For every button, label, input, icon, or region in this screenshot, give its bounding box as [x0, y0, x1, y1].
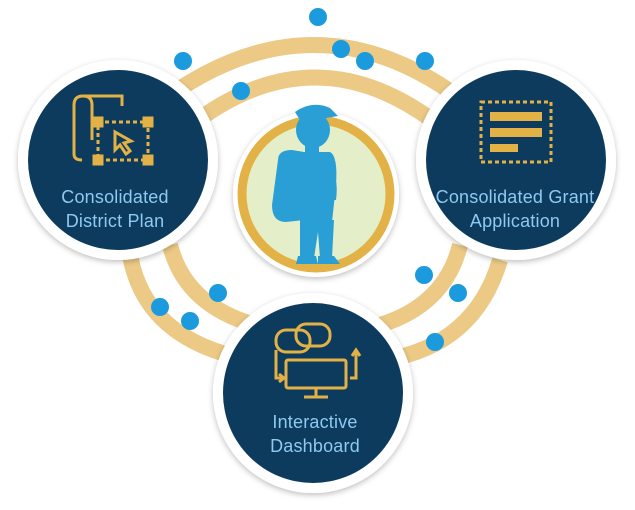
dot: [181, 312, 199, 330]
dot: [356, 52, 374, 70]
node-interactive-dashboard: [213, 293, 413, 493]
dot: [309, 8, 327, 26]
grant-label: Consolidated Grant Application: [425, 185, 605, 233]
node-consolidated-grant-application: [416, 60, 616, 260]
dot: [416, 52, 434, 70]
dot: [232, 82, 250, 100]
dashboard-label-line1: Interactive: [272, 412, 358, 432]
connector-arcs: [122, 37, 508, 368]
document-form-icon: [479, 100, 553, 164]
blueprint-select-icon: [72, 94, 154, 166]
dot: [426, 333, 444, 351]
connector-dots: [151, 8, 467, 351]
dot: [174, 52, 192, 70]
node-consolidated-district-plan: [18, 60, 218, 260]
grant-label-line2: Application: [469, 211, 561, 231]
dashboard-label-line2: Dashboard: [270, 436, 360, 456]
dot: [415, 266, 433, 284]
arc-top-outer: [145, 37, 481, 117]
center-emblem: [233, 104, 399, 277]
plan-label-line1: Consolidated: [61, 187, 169, 207]
linked-dashboard-icon: [274, 322, 362, 399]
dashboard-label: Interactive Dashboard: [230, 410, 400, 458]
arc-right-inner: [377, 242, 468, 333]
grant-label-line1: Consolidated Grant: [435, 187, 595, 207]
dot: [151, 298, 169, 316]
plan-label: Consolidated District Plan: [30, 185, 200, 233]
plan-label-line2: District Plan: [65, 211, 165, 231]
dot: [449, 284, 467, 302]
dot: [209, 284, 227, 302]
arc-top-inner: [179, 69, 451, 137]
student-backpack-silhouette-icon: [272, 104, 340, 264]
arc-left-inner: [162, 242, 258, 333]
dot: [332, 40, 350, 58]
